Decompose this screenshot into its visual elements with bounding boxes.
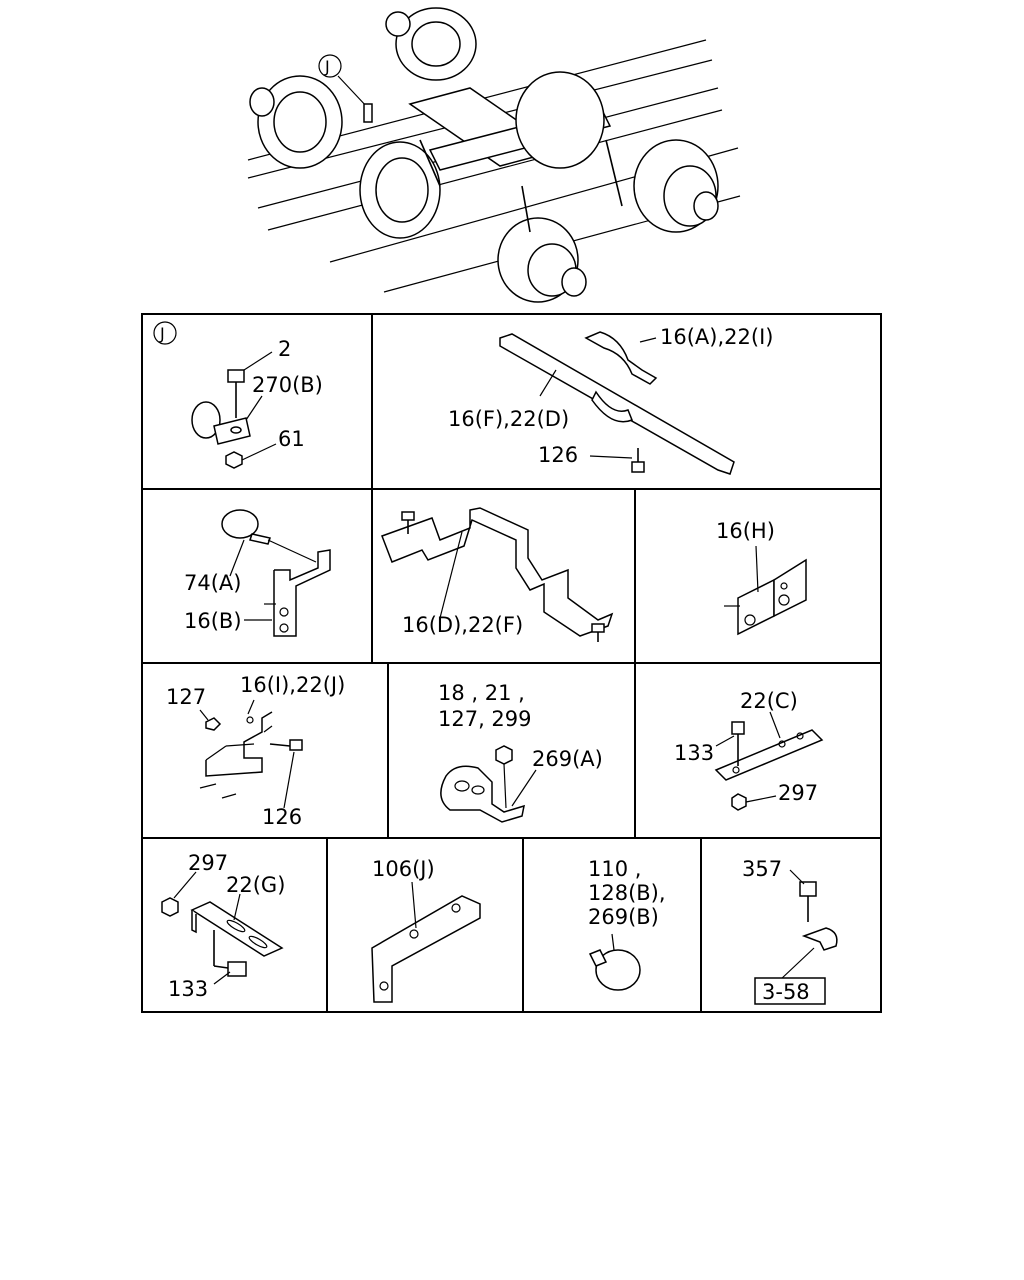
page-ref-box[interactable] — [754, 977, 826, 1005]
label-bolt: 133 — [674, 741, 714, 765]
j-clip-location — [363, 103, 373, 123]
stepped-bracket-16d — [381, 507, 614, 637]
nut-297 — [731, 793, 747, 811]
label-parts-line-1: 110 , — [588, 857, 641, 881]
page-ref-link[interactable]: 3-58 — [762, 980, 810, 1004]
bolt-357 — [799, 881, 817, 897]
cell-angle-plate: 16(H) — [716, 519, 807, 636]
l-plate-106j — [371, 895, 481, 1003]
rubber-mount-269a — [440, 765, 525, 823]
rubber-clip — [191, 401, 221, 439]
label-plate: 22(C) — [740, 689, 798, 713]
label-clamp: 16(A),22(I) — [660, 325, 773, 349]
bolt-2 — [227, 369, 245, 383]
slotted-bracket-22g — [190, 901, 284, 957]
label-bolt: 357 — [742, 857, 782, 881]
ref-marker-label: J — [324, 57, 330, 76]
label-parts-line-3: 269(B) — [588, 905, 659, 929]
bolt-126 — [289, 739, 303, 751]
label-bolt: 126 — [538, 443, 578, 467]
nut-127 — [495, 745, 513, 765]
cell-marker-circle — [153, 321, 177, 345]
cell-slotted-bracket: 297 22(G) 133 — [161, 851, 285, 1001]
cell-j-clip: J 2 270(B) 61 — [153, 321, 323, 469]
band-clamp-74a — [221, 509, 259, 539]
label-nut: 61 — [278, 427, 305, 451]
label-bolt: 133 — [168, 977, 208, 1001]
label-clip: 270(B) — [252, 373, 323, 397]
hub-front-bottom — [497, 217, 587, 303]
label-parts-line-2: 128(B), — [588, 881, 666, 905]
label-parts-line-1: 18 , 21 , — [438, 681, 525, 705]
p-clip — [801, 927, 838, 951]
cell-marker-label: J — [159, 324, 165, 343]
parts-grid — [141, 313, 882, 1013]
clamp-16a — [584, 331, 658, 385]
label-bracket: 16(B) — [184, 609, 242, 633]
label-bracket: 16(F),22(D) — [448, 407, 569, 431]
hub-rear-left — [249, 75, 343, 169]
label-nut: 297 — [188, 851, 228, 875]
label-bracket: 16(I),22(J) — [240, 673, 345, 697]
axle-assembly-overview: J — [247, 7, 741, 303]
label-bolt: 2 — [278, 337, 291, 361]
cell-double-bracket: 127 16(I),22(J) 126 — [166, 673, 345, 829]
hub-rear-top — [385, 7, 477, 81]
label-bracket: 22(G) — [226, 873, 285, 897]
double-bracket-16i — [205, 711, 273, 777]
bolt-133 — [227, 961, 247, 977]
cell-rubber-mount: 18 , 21 , 127, 299 269(A) — [438, 681, 603, 823]
cell-hose-clamp: 110 , 128(B), 269(B) — [588, 857, 666, 991]
cell-stepped-bracket: 16(D),22(F) — [381, 507, 614, 642]
label-plate: 106(J) — [372, 857, 435, 881]
cell-p-clip: 357 3-58 — [742, 857, 838, 1005]
angle-plate-16h — [737, 578, 775, 636]
label-plate: 16(H) — [716, 519, 775, 543]
cell-l-plate: 106(J) — [371, 857, 481, 1003]
label-mount: 269(A) — [532, 747, 603, 771]
label-parts-line-2: 127, 299 — [438, 707, 532, 731]
label-nut: 297 — [778, 781, 818, 805]
nut-61 — [225, 451, 243, 469]
label-bolt: 126 — [262, 805, 302, 829]
l-bracket-16b — [273, 549, 331, 637]
label-clamp: 74(A) — [184, 571, 241, 595]
cell-long-bracket: 16(A),22(I) 16(F),22(D) 126 — [448, 325, 773, 475]
cell-flat-plate: 22(C) 133 297 — [674, 689, 824, 811]
label-bracket: 16(D),22(F) — [402, 613, 523, 637]
hub-front-right — [633, 139, 719, 233]
hose-clamp-110 — [595, 949, 641, 991]
nut-127 — [205, 717, 222, 731]
nut-297 — [161, 897, 179, 917]
label-nut: 127 — [166, 685, 206, 709]
flat-plate-22c — [714, 729, 824, 781]
bolt-126 — [631, 461, 645, 473]
cell-l-bracket-clamp: 74(A) 16(B) — [184, 509, 331, 637]
bolt-133 — [731, 721, 745, 735]
ref-marker-circle — [318, 54, 342, 78]
long-bracket-16f — [499, 333, 735, 475]
